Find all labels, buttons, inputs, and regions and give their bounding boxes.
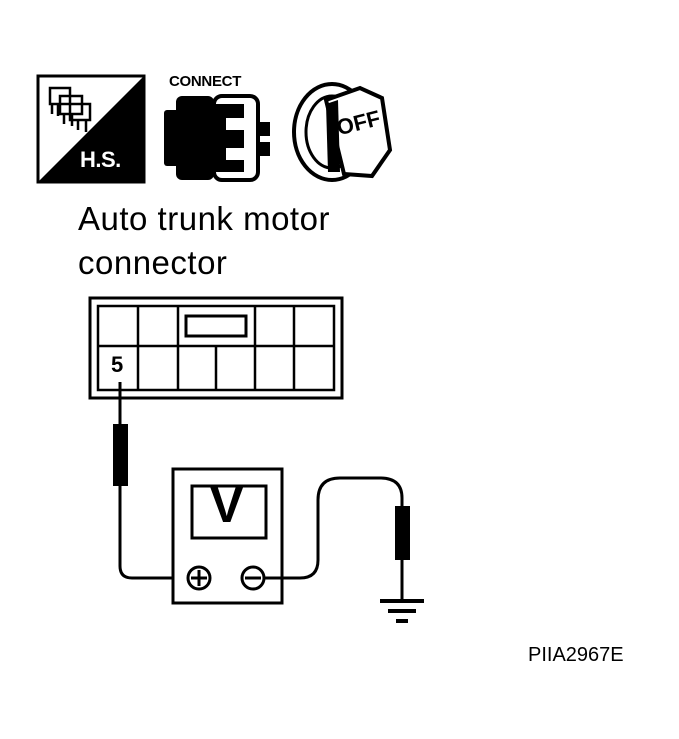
negative-probe-lead	[264, 476, 410, 600]
ignition-key-icon	[292, 82, 393, 182]
connector-caption-line1: Auto trunk motor	[78, 200, 330, 237]
negative-terminal-icon	[240, 565, 266, 591]
connector-caption-line2: connector	[78, 244, 228, 281]
figure-code: PIIA2967E	[528, 644, 624, 666]
harness-sensor-icon	[36, 74, 146, 184]
ground-icon	[380, 599, 424, 623]
positive-probe-lead	[113, 382, 186, 580]
positive-terminal-icon	[186, 565, 212, 591]
connector-plug-icon	[164, 94, 270, 182]
connect-label: CONNECT	[169, 73, 242, 90]
voltmeter-label: V	[210, 477, 244, 533]
pin-number-label: 5	[111, 352, 124, 377]
connector-block	[88, 296, 344, 400]
harness-sensor-label: H.S.	[80, 147, 121, 172]
